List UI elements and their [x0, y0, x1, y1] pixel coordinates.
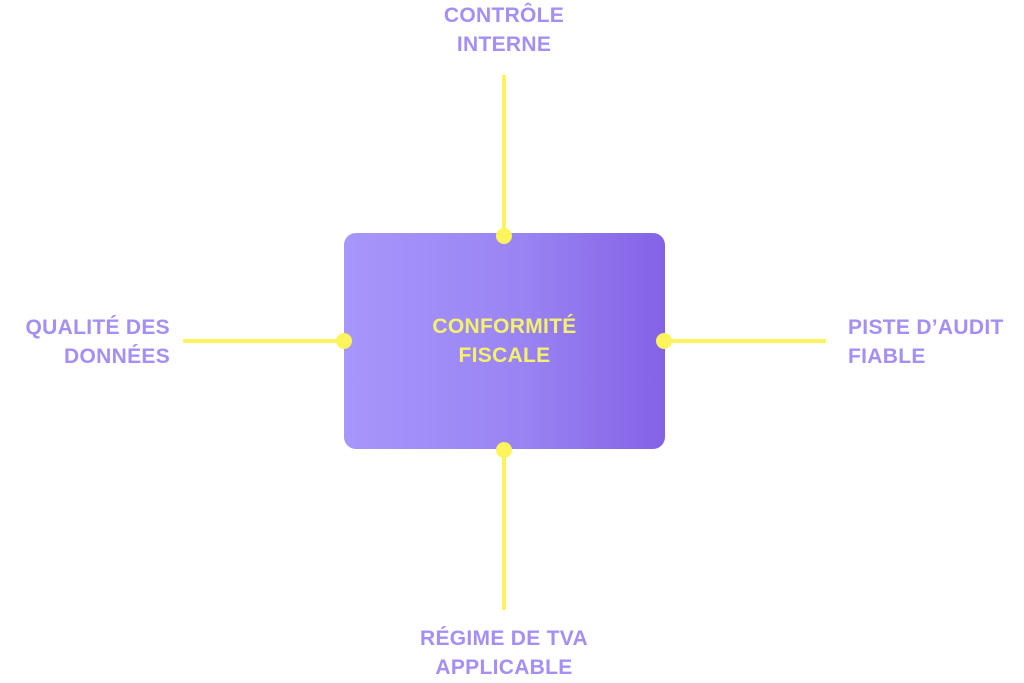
center-node-label: CONFORMITÉ FISCALE: [432, 315, 577, 367]
connector-dot-right: [656, 333, 672, 349]
node-label-right: PISTE D’AUDIT FIABLE: [848, 316, 1004, 368]
center-node: CONFORMITÉ FISCALE: [344, 233, 665, 449]
connector-dot-left: [336, 333, 352, 349]
connector-dot-top: [496, 228, 512, 244]
node-label-top: CONTRÔLE INTERNE: [443, 4, 565, 56]
node-label-bottom: RÉGIME DE TVA APPLICABLE: [419, 627, 589, 679]
node-label-left: QUALITÉ DES DONNÉES: [25, 316, 170, 368]
connector-dot-bottom: [496, 442, 512, 458]
